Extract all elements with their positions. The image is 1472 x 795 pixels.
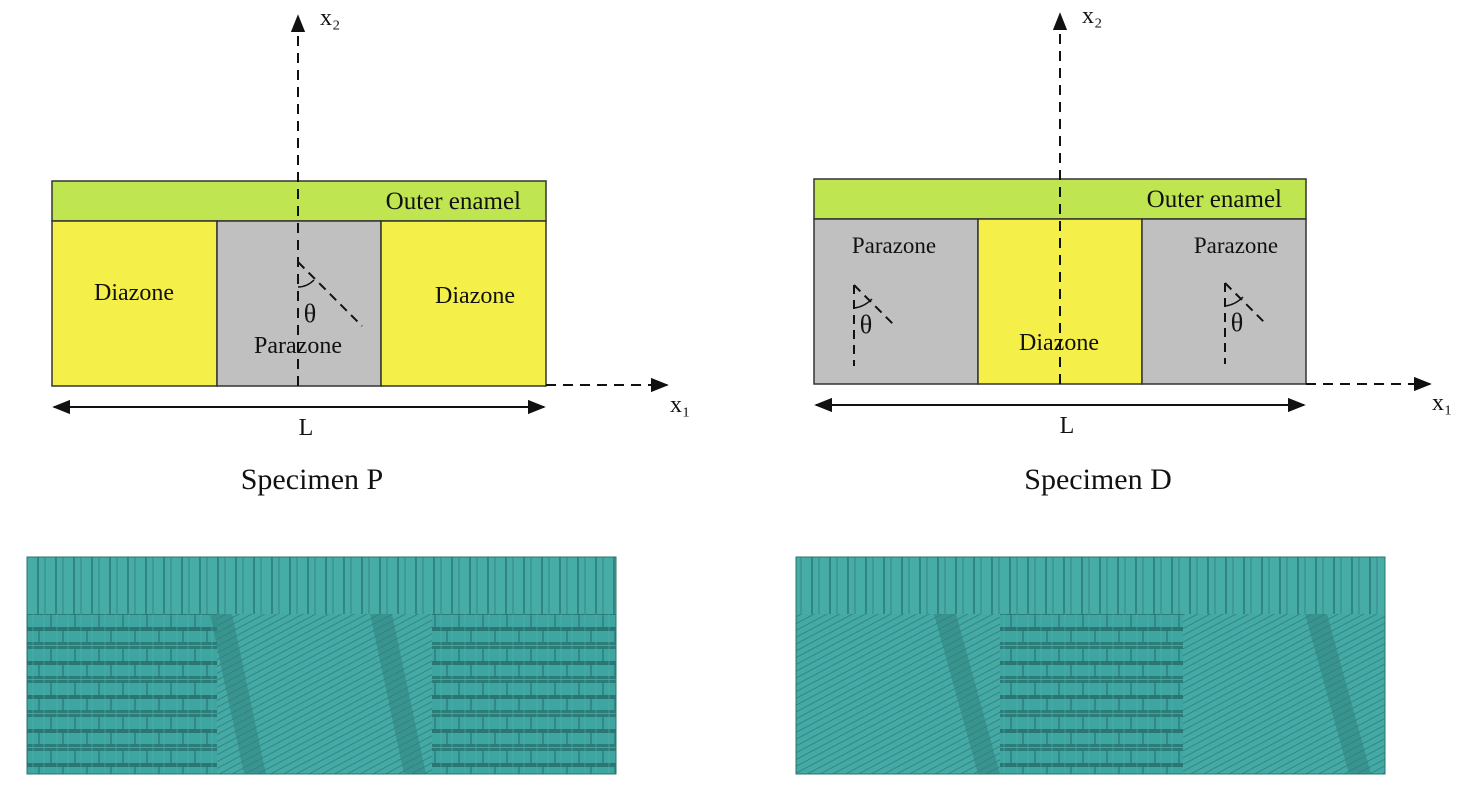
theta-arc-right xyxy=(1224,296,1244,307)
outer-enamel-label: Outer enamel xyxy=(1147,186,1282,213)
specimen-d-schematic: Outer enamel Parazone Diazone Parazone θ… xyxy=(813,3,1452,496)
specimen-d-caption: Specimen D xyxy=(1024,463,1171,496)
parazone-left xyxy=(813,218,979,385)
fiber-direction-line-right xyxy=(1224,282,1267,325)
x2-axis-label: x₂ xyxy=(320,5,340,31)
mesh-enamel xyxy=(796,557,1385,614)
x1-axis-label: x₁ xyxy=(1432,390,1452,416)
mesh-diazone-left xyxy=(27,614,217,774)
mesh-diazone-right xyxy=(432,614,616,774)
outer-enamel-label: Outer enamel xyxy=(386,188,521,215)
theta-arc xyxy=(297,279,315,288)
mesh-outline xyxy=(26,556,617,775)
length-label: L xyxy=(1060,413,1075,439)
diazone-left xyxy=(51,220,218,387)
mesh-parazone-band xyxy=(370,614,426,774)
mesh-outline xyxy=(795,556,1386,775)
parazone-right-label: Parazone xyxy=(1194,233,1278,258)
specimen-p-mesh xyxy=(26,556,617,775)
diazone-right-label: Diazone xyxy=(435,283,515,309)
mesh-parazone-band xyxy=(934,614,1000,774)
specimen-p-caption: Specimen P xyxy=(241,463,384,496)
theta-label-right: θ xyxy=(1231,308,1243,337)
theta-label-left: θ xyxy=(860,310,872,339)
x2-axis-label: x₂ xyxy=(1082,3,1102,29)
mesh-diazone-center xyxy=(1000,614,1183,774)
specimen-p-schematic: Outer enamel Diazone Parazone Diazone θ … xyxy=(51,5,690,496)
fiber-direction-line xyxy=(297,261,363,327)
fiber-direction-line-left xyxy=(853,284,896,327)
theta-arc-left xyxy=(853,298,873,309)
theta-label: θ xyxy=(304,299,316,328)
diazone-right xyxy=(380,220,547,387)
mesh-parazone-band xyxy=(210,614,266,774)
specimen-d-mesh xyxy=(795,556,1386,775)
mesh-enamel xyxy=(27,557,616,614)
length-label: L xyxy=(299,415,314,441)
diazone-left-label: Diazone xyxy=(94,280,174,306)
parazone-left-label: Parazone xyxy=(852,233,936,258)
mesh-parazone-band xyxy=(1305,614,1371,774)
x1-axis-label: x₁ xyxy=(670,392,690,418)
